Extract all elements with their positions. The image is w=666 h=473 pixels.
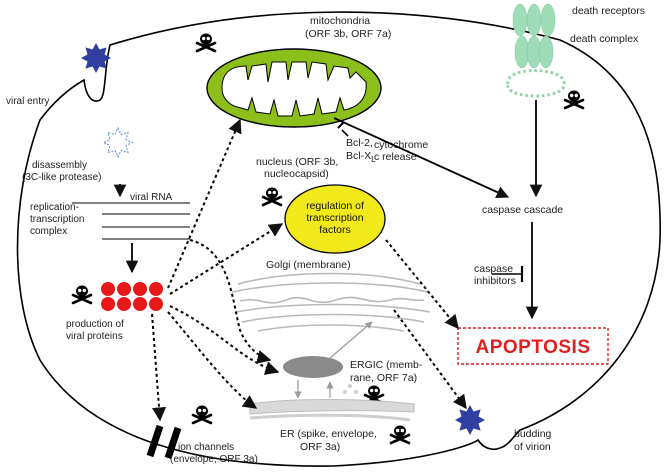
proteins-to-er-arrow: [167, 311, 258, 409]
mitochondria-label-2: (ORF 3b, ORF 7a): [305, 28, 391, 40]
er-membrane-lower: [249, 413, 411, 422]
er-membrane: [249, 399, 415, 415]
budding-label-1: budding: [514, 428, 552, 440]
viral-entry-label: viral entry: [6, 96, 49, 107]
disassembly-label-2: (3C-like protease): [22, 172, 101, 183]
apoptosis-box: [457, 327, 609, 365]
production-label-1: production of: [66, 319, 124, 330]
death-receptors-label: death receptors: [572, 5, 645, 17]
disassembly-label-1: disassembly: [32, 160, 87, 171]
cytochrome-to-caspase-arrow: [333, 117, 510, 199]
regulation-label-2: transcription: [306, 212, 363, 224]
viral-proteins-cluster: [101, 282, 163, 311]
regulation-label-3: factors: [319, 224, 351, 236]
ergic-label-1: ERGIC (memb-: [350, 359, 423, 371]
er-label-1: ER (spike, envelope,: [280, 428, 377, 440]
disassembling-virus-icon: [102, 126, 134, 159]
skull-icon-proteins: [71, 284, 93, 305]
apoptosis-label: APOPTOSIS: [475, 337, 590, 358]
ion-channels-label-2: (envelope, ORF 3a): [170, 454, 258, 465]
replication-label-2: transcription: [30, 214, 84, 225]
proteins-to-ion-channels-arrow: [151, 313, 167, 422]
nucleus-shape: [284, 184, 386, 254]
nucleus-label-2: nucleocapsid): [264, 168, 329, 180]
caspase-inhibitors-label-2: inhibitors: [474, 275, 516, 287]
viral-rna-label: viral RNA: [130, 192, 173, 203]
golgi-apparatus-icon: [231, 272, 431, 332]
ergic-label-2: rane, ORF 7a): [350, 372, 417, 384]
skull-icon-er: [389, 424, 411, 445]
nucleus-label-1: nucleus (ORF 3b,: [256, 156, 338, 168]
ion-channel-right: [164, 426, 182, 460]
caspase-inhibitors-label-1: caspase: [474, 263, 513, 275]
cytochrome-label-2: c release: [374, 151, 417, 163]
proteins-to-ergic-arrow: [169, 305, 280, 375]
proteins-to-mitochondria-arrow: [167, 118, 242, 289]
mitochondria-cristae: [221, 61, 367, 117]
death-receptors-icon: [512, 3, 556, 69]
ion-channel-left: [146, 424, 164, 458]
production-label-2: viral proteins: [66, 331, 123, 342]
proteins-to-nucleus-arrow: [169, 223, 284, 295]
golgi-to-budding-arrow: [393, 309, 467, 410]
mitochondria-label-1: mitochondria: [310, 15, 370, 27]
skull-icon-ion-channels: [191, 404, 213, 425]
budding-virion-icon: [455, 405, 485, 435]
viral-rna-strands: [72, 202, 190, 240]
er-label-2: ORF 3a): [300, 441, 340, 453]
nucleus-to-apoptosis-arrow: [385, 239, 459, 330]
golgi-label: Golgi (membrane): [266, 259, 351, 271]
death-complex-label: death complex: [570, 33, 639, 45]
skull-icon-mitochondria: [195, 32, 217, 53]
skull-icon-death-complex: [563, 89, 585, 110]
skull-icon-nucleus: [261, 186, 283, 207]
rna-to-ergic-arrow: [189, 239, 272, 364]
budding-label-2: of virion: [514, 441, 551, 453]
replication-label-1: replication-: [30, 202, 79, 213]
viral-entry-virus-icon: [81, 43, 111, 73]
regulation-label-1: regulation of: [306, 200, 364, 212]
ergic-to-golgi-arrow: [329, 321, 373, 359]
death-complex-icon: [506, 69, 566, 98]
ergic-shape: [283, 356, 343, 378]
caspase-cascade-label: caspase cascade: [482, 204, 563, 216]
bclxl-label: Bcl-XL: [346, 150, 376, 164]
bcl-inhibition-line: [341, 129, 349, 137]
replication-label-3: complex: [30, 226, 67, 237]
bcl2-label: Bcl-2,: [346, 137, 373, 149]
cell-membrane: [16, 11, 661, 467]
ion-channels-label-1: ion channels: [178, 442, 234, 453]
vesicles-icon: [343, 384, 358, 394]
